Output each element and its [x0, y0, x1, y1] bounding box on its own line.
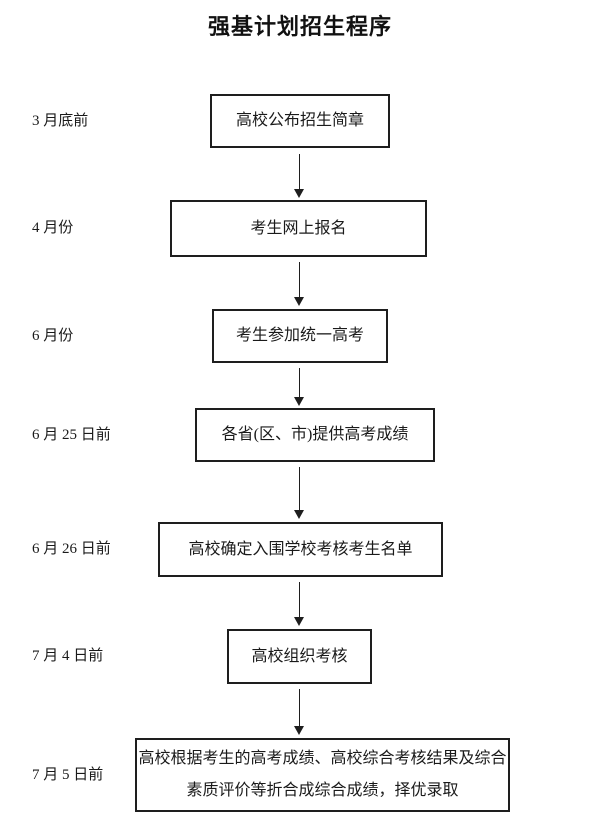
arrow-down-icon	[293, 262, 305, 306]
arrow-down-icon	[293, 368, 305, 406]
arrow-head	[294, 510, 304, 519]
arrow-shaft	[298, 582, 300, 617]
flow-box-final-admission: 高校根据考生的高考成绩、高校综合考核结果及综合 素质评价等折合成综合成绩，择优录…	[135, 738, 510, 812]
flow-box-online-registration: 考生网上报名	[170, 200, 427, 257]
arrow-head	[294, 189, 304, 198]
flow-box-provide-gaokao-scores: 各省(区、市)提供高考成绩	[195, 408, 435, 462]
flow-box-label: 各省(区、市)提供高考成绩	[221, 426, 409, 443]
flow-box-label: 高校确定入围学校考核考生名单	[188, 540, 413, 558]
flow-box-shortlist-candidates: 高校确定入围学校考核考生名单	[158, 522, 443, 577]
page-title: 强基计划招生程序	[207, 14, 392, 39]
flow-box-label: 考生参加统一高考	[235, 327, 364, 344]
flow-box-take-gaokao: 考生参加统一高考	[212, 309, 388, 363]
date-label-step-7: 7 月 5 日前	[32, 767, 104, 783]
flow-box-university-assessment: 高校组织考核	[227, 629, 372, 684]
date-label-step-2: 4 月份	[32, 220, 74, 236]
flow-box-announce-admission-guide: 高校公布招生简章	[210, 94, 390, 148]
arrow-head	[294, 297, 304, 306]
flow-box-label-line-1: 高校根据考生的高考成绩、高校综合考核结果及综合	[138, 750, 507, 767]
arrow-head	[294, 617, 304, 626]
flow-box-label: 考生网上报名	[250, 219, 347, 237]
arrow-head	[294, 397, 304, 406]
arrow-down-icon	[293, 689, 305, 735]
arrow-down-icon	[293, 154, 305, 198]
arrow-shaft	[298, 262, 300, 297]
date-label-step-3: 6 月份	[32, 328, 74, 344]
date-label-step-4: 6 月 25 日前	[32, 427, 111, 443]
arrow-head	[294, 726, 304, 735]
arrow-down-icon	[293, 467, 305, 519]
date-label-step-1: 3 月底前	[32, 113, 89, 129]
arrow-shaft	[298, 154, 300, 189]
flow-box-label: 高校组织考核	[251, 647, 348, 665]
flow-box-label-line-2: 素质评价等折合成综合成绩，择优录取	[186, 782, 459, 799]
date-label-step-6: 7 月 4 日前	[32, 648, 104, 664]
arrow-shaft	[298, 689, 300, 726]
date-label-step-5: 6 月 26 日前	[32, 541, 111, 557]
arrow-shaft	[298, 368, 300, 397]
flow-box-label: 高校公布招生简章	[235, 112, 364, 129]
arrow-shaft	[298, 467, 300, 510]
arrow-down-icon	[293, 582, 305, 626]
